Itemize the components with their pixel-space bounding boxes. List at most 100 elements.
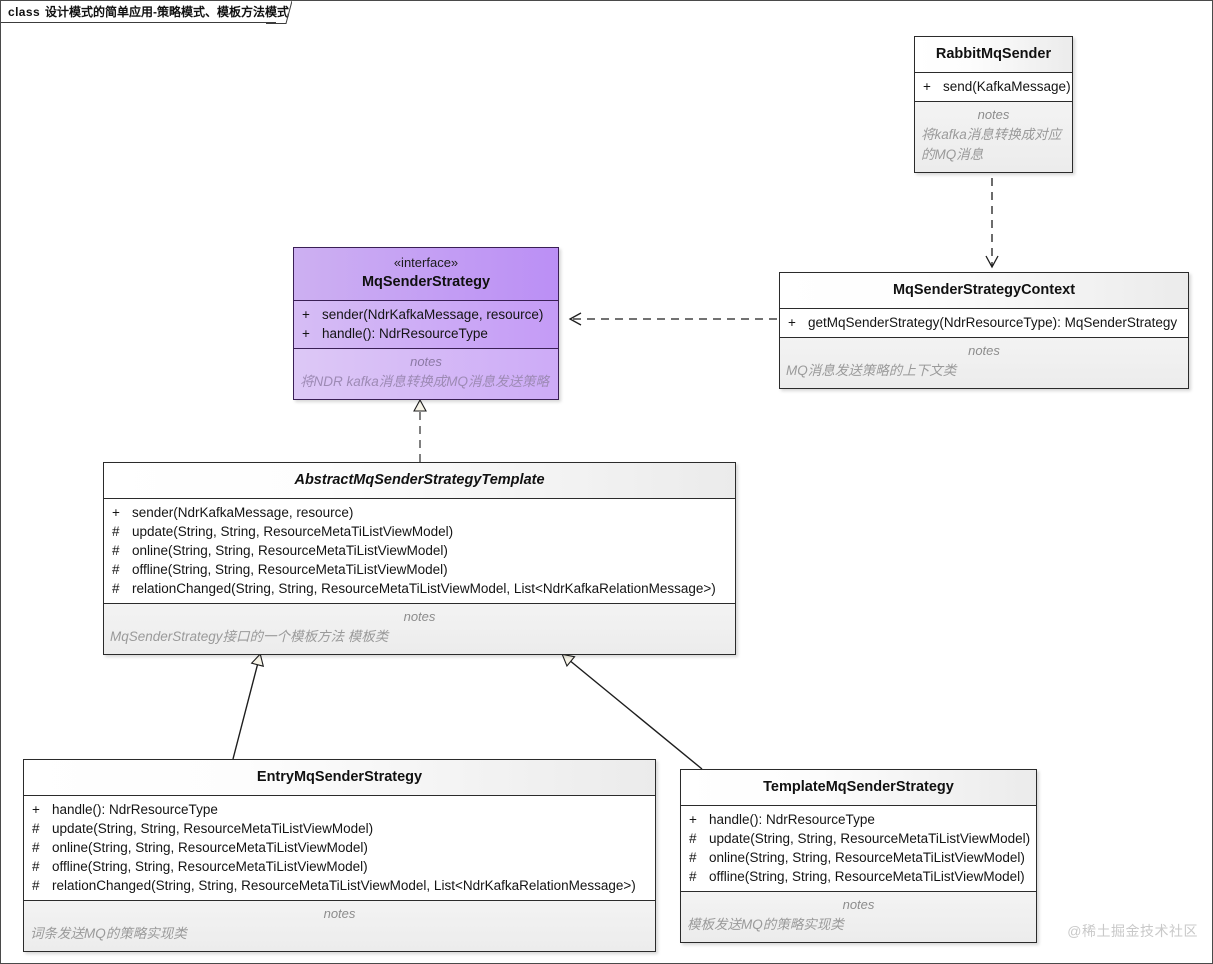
operation-row: + handle(): NdrResourceType <box>294 324 558 343</box>
visibility-marker: # <box>32 821 40 836</box>
link-entry-extends-abstract <box>232 652 265 760</box>
class-name: MqSenderStrategyContext <box>892 282 1076 298</box>
operation-signature: update(String, String, ResourceMetaTiLis… <box>132 524 454 539</box>
operation-row: + handle(): NdrResourceType <box>24 800 655 819</box>
operation-row: # update(String, String, ResourceMetaTiL… <box>104 522 735 541</box>
operation-row: # offline(String, String, ResourceMetaTi… <box>24 857 655 876</box>
frame-keyword: class <box>8 4 41 19</box>
class-header-templatemqsenderstrategy: TemplateMqSenderStrategy <box>681 770 1036 806</box>
operation-signature: offline(String, String, ResourceMetaTiLi… <box>52 859 368 874</box>
notes-text: 将NDR kafka消息转换成MQ消息发送策略 <box>300 374 550 390</box>
operation-row: # update(String, String, ResourceMetaTiL… <box>24 819 655 838</box>
class-header-entrymqsenderstrategy: EntryMqSenderStrategy <box>24 760 655 796</box>
notes-label: notes <box>842 897 875 912</box>
visibility-marker: + <box>923 79 931 94</box>
class-header-mqsenderstrategy: «interface» MqSenderStrategy <box>294 248 558 302</box>
operation-row: # online(String, String, ResourceMetaTiL… <box>681 848 1036 867</box>
class-header-abstractmqsenderstrategytemplate: AbstractMqSenderStrategyTemplate <box>104 463 735 499</box>
visibility-marker: + <box>302 326 310 342</box>
class-box-entrymqsenderstrategy[interactable]: EntryMqSenderStrategy + handle(): NdrRes… <box>23 759 656 952</box>
operation-signature: sender(NdrKafkaMessage, resource) <box>322 307 544 323</box>
class-name: RabbitMqSender <box>935 46 1052 62</box>
stereotype-label: «interface» <box>393 255 459 270</box>
notes-label: notes <box>977 107 1010 122</box>
visibility-marker: # <box>689 869 697 884</box>
notes-compartment: notes MqSenderStrategy接口的一个模板方法 模板类 <box>104 604 735 654</box>
frame-title: 设计模式的简单应用-策略模式、模板方法模式 <box>45 5 290 19</box>
visibility-marker: # <box>112 524 120 539</box>
notes-compartment: notes 词条发送MQ的策略实现类 <box>24 901 655 951</box>
notes-compartment: notes 将NDR kafka消息转换成MQ消息发送策略 <box>294 349 558 400</box>
operation-signature: relationChanged(String, String, Resource… <box>132 581 716 596</box>
class-name: TemplateMqSenderStrategy <box>763 779 954 795</box>
class-name: MqSenderStrategy <box>361 274 491 291</box>
operation-signature: send(KafkaMessage) <box>943 79 1071 94</box>
operation-signature: offline(String, String, ResourceMetaTiLi… <box>132 562 448 577</box>
class-header-rabbitmqsender: RabbitMqSender <box>915 37 1072 73</box>
visibility-marker: # <box>112 581 120 596</box>
visibility-marker: + <box>112 505 120 520</box>
notes-label: notes <box>410 354 442 370</box>
operations-compartment: + sender(NdrKafkaMessage, resource) + ha… <box>294 301 558 350</box>
frame-tab-corner-icon <box>266 1 292 24</box>
operation-signature: online(String, String, ResourceMetaTiLis… <box>132 543 448 558</box>
visibility-marker: # <box>112 543 120 558</box>
operations-compartment: + handle(): NdrResourceType # update(Str… <box>24 796 655 901</box>
watermark: @稀土掘金技术社区 <box>1067 923 1198 939</box>
notes-compartment: notes MQ消息发送策略的上下文类 <box>780 338 1188 388</box>
operation-row: + getMqSenderStrategy(NdrResourceType): … <box>780 313 1188 332</box>
visibility-marker: # <box>112 562 120 577</box>
operations-compartment: + send(KafkaMessage) <box>915 73 1072 102</box>
visibility-marker: # <box>689 850 697 865</box>
visibility-marker: + <box>32 802 40 817</box>
operation-row: # offline(String, String, ResourceMetaTi… <box>104 560 735 579</box>
visibility-marker: + <box>788 315 796 330</box>
operations-compartment: + handle(): NdrResourceType # update(Str… <box>681 806 1036 892</box>
visibility-marker: # <box>32 878 40 893</box>
operation-signature: update(String, String, ResourceMetaTiLis… <box>709 831 1031 846</box>
visibility-marker: # <box>689 831 697 846</box>
operation-row: + send(KafkaMessage) <box>915 77 1072 96</box>
operation-row: # relationChanged(String, String, Resour… <box>104 579 735 598</box>
operation-signature: handle(): NdrResourceType <box>709 812 875 827</box>
operations-compartment: + sender(NdrKafkaMessage, resource) # up… <box>104 499 735 604</box>
operation-row: + sender(NdrKafkaMessage, resource) <box>104 503 735 522</box>
notes-text: 将kafka消息转换成对应的MQ消息 <box>921 127 1062 162</box>
operation-signature: handle(): NdrResourceType <box>52 802 218 817</box>
notes-text: MQ消息发送策略的上下文类 <box>786 363 957 378</box>
visibility-marker: + <box>302 307 310 323</box>
operation-signature: relationChanged(String, String, Resource… <box>52 878 636 893</box>
notes-compartment: notes 将kafka消息转换成对应的MQ消息 <box>915 102 1072 172</box>
operation-row: + sender(NdrKafkaMessage, resource) <box>294 305 558 324</box>
operation-row: # update(String, String, ResourceMetaTiL… <box>681 829 1036 848</box>
notes-label: notes <box>968 343 1000 358</box>
link-templatestrategy-extends-abstract <box>561 653 703 770</box>
class-box-mqsenderstrategy[interactable]: «interface» MqSenderStrategy + sender(Nd… <box>293 247 559 401</box>
operation-signature: getMqSenderStrategy(NdrResourceType): Mq… <box>808 315 1178 330</box>
visibility-marker: # <box>32 840 40 855</box>
notes-text: 词条发送MQ的策略实现类 <box>30 926 187 941</box>
operation-signature: handle(): NdrResourceType <box>322 326 488 342</box>
operation-signature: update(String, String, ResourceMetaTiLis… <box>52 821 374 836</box>
diagram-frame-tab: class 设计模式的简单应用-策略模式、模板方法模式 <box>1 1 289 23</box>
operation-row: # offline(String, String, ResourceMetaTi… <box>681 867 1036 886</box>
class-header-mqsenderstrategycontext: MqSenderStrategyContext <box>780 273 1188 309</box>
class-box-templatemqsenderstrategy[interactable]: TemplateMqSenderStrategy + handle(): Ndr… <box>680 769 1037 943</box>
class-name: EntryMqSenderStrategy <box>256 769 423 785</box>
operation-signature: offline(String, String, ResourceMetaTiLi… <box>709 869 1025 884</box>
notes-label: notes <box>403 609 436 624</box>
notes-compartment: notes 模板发送MQ的策略实现类 <box>681 892 1036 942</box>
class-box-mqsenderstrategycontext[interactable]: MqSenderStrategyContext + getMqSenderStr… <box>779 272 1189 389</box>
operations-compartment: + getMqSenderStrategy(NdrResourceType): … <box>780 309 1188 338</box>
visibility-marker: + <box>689 812 697 827</box>
operation-signature: online(String, String, ResourceMetaTiLis… <box>709 850 1025 865</box>
class-name: AbstractMqSenderStrategyTemplate <box>294 472 545 488</box>
notes-text: 模板发送MQ的策略实现类 <box>687 917 844 932</box>
operation-row: # online(String, String, ResourceMetaTiL… <box>104 541 735 560</box>
notes-label: notes <box>323 906 356 921</box>
class-box-abstractmqsenderstrategytemplate[interactable]: AbstractMqSenderStrategyTemplate + sende… <box>103 462 736 655</box>
operation-signature: online(String, String, ResourceMetaTiLis… <box>52 840 368 855</box>
class-box-rabbitmqsender[interactable]: RabbitMqSender + send(KafkaMessage) note… <box>914 36 1073 173</box>
operation-signature: sender(NdrKafkaMessage, resource) <box>132 505 354 520</box>
